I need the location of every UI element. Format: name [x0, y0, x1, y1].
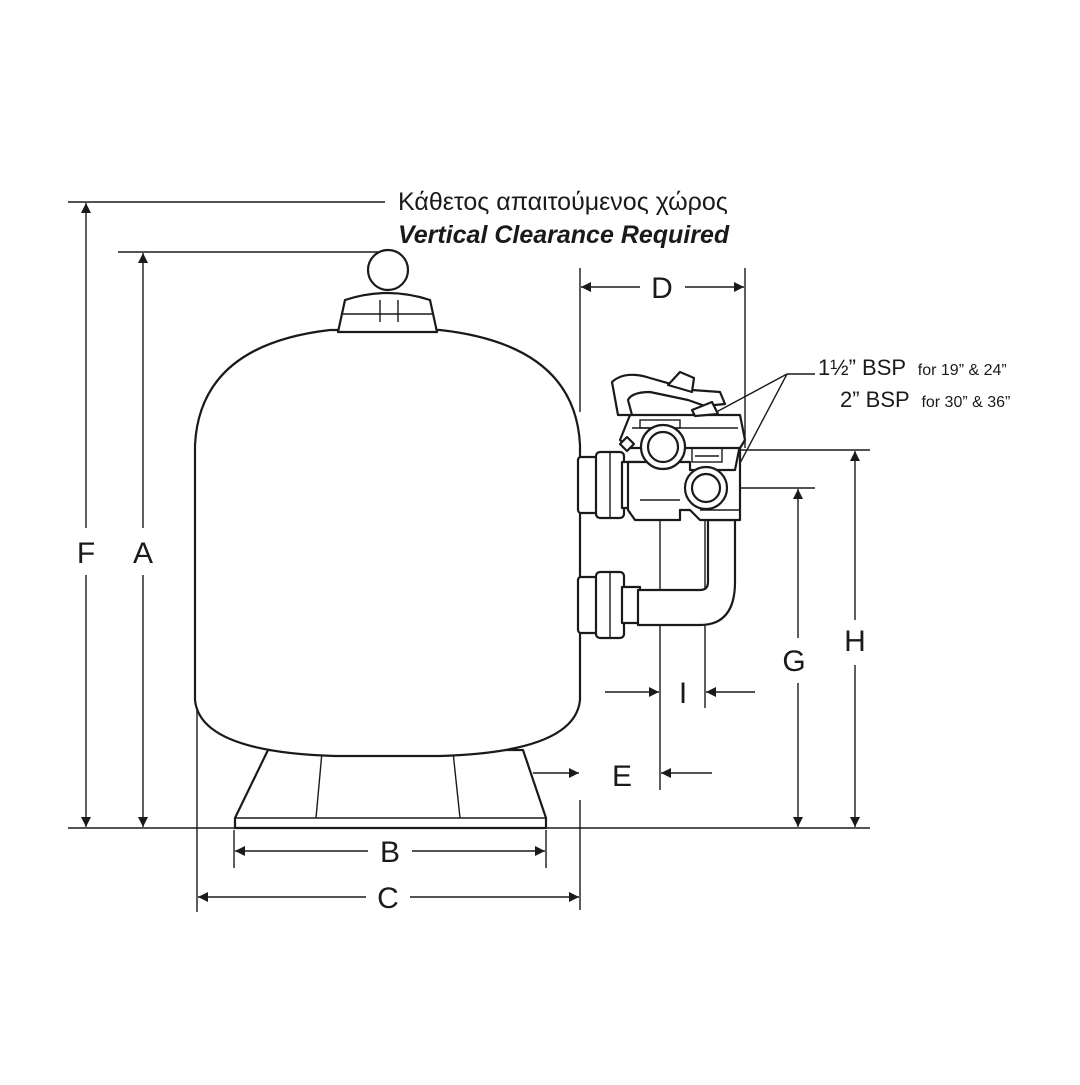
connecting-pipe	[636, 518, 737, 627]
dimension-arrows	[81, 203, 860, 902]
dim-label-g: G	[782, 645, 805, 678]
lower-union-fitting	[576, 570, 642, 640]
dim-label-d: D	[651, 272, 673, 305]
port-size-line-1: 1½” BSP for 19” & 24”	[818, 355, 1007, 380]
dim-label-c: C	[377, 882, 399, 915]
clearance-english-label: Vertical Clearance Required	[398, 221, 730, 249]
port-size-1-main: 1½” BSP	[818, 355, 906, 380]
upper-union-fitting	[576, 450, 642, 520]
filter-tank	[193, 328, 582, 758]
port-size-2-note: for 30” & 36”	[921, 394, 1010, 411]
tank-top-dome	[336, 248, 439, 334]
dim-label-a: A	[133, 537, 153, 570]
port-size-2-main: 2” BSP	[840, 387, 909, 412]
dim-label-f: F	[77, 537, 95, 570]
dim-label-h: H	[844, 625, 866, 658]
dim-label-e: E	[612, 760, 632, 793]
port-size-1-note: for 19” & 24”	[918, 362, 1007, 379]
clearance-greek-label: Κάθετος απαιτούμενος χώρος	[398, 188, 728, 216]
dim-label-i: I	[679, 677, 687, 710]
multiport-valve	[610, 370, 747, 522]
port-size-line-2: 2” BSP for 30” & 36”	[840, 387, 1010, 412]
dim-label-b: B	[380, 836, 400, 869]
filter-base	[233, 748, 548, 830]
